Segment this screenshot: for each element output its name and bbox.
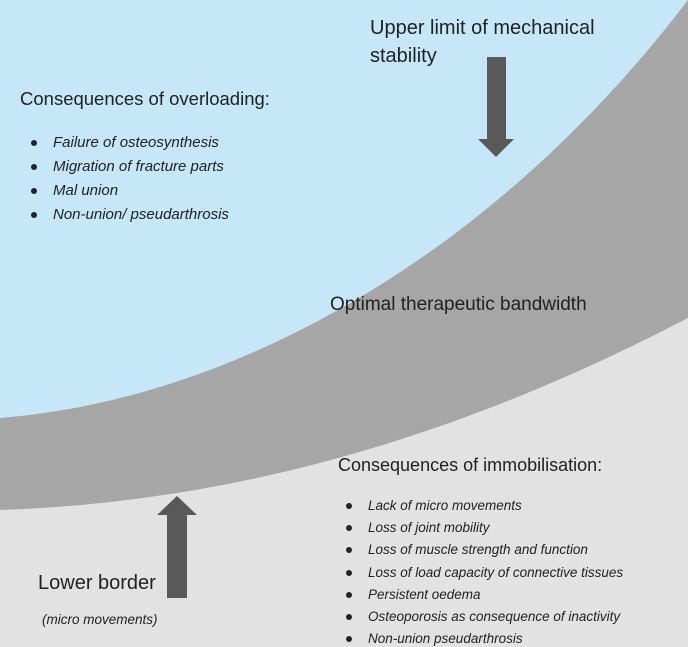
list-item: Non-union/ pseudarthrosis	[25, 203, 229, 227]
list-item: Non-union pseudarthrosis	[340, 628, 623, 647]
overloading-heading: Consequences of overloading:	[20, 88, 270, 109]
lower-border-label: Lower border	[38, 572, 156, 594]
list-item: Failure of osteosynthesis	[25, 131, 229, 155]
band-label: Optimal therapeutic bandwidth	[330, 294, 587, 315]
list-item: Loss of muscle strength and function	[340, 539, 623, 561]
list-item: Persistent oedema	[340, 584, 623, 606]
immobilisation-list: Lack of micro movements Loss of joint mo…	[340, 495, 623, 647]
list-item: Migration of fracture parts	[25, 155, 229, 179]
overloading-region	[0, 0, 688, 418]
upper-limit-arrow	[478, 57, 514, 157]
overloading-list: Failure of osteosynthesis Migration of f…	[25, 131, 229, 227]
lower-border-arrow	[157, 496, 197, 598]
list-item: Loss of load capacity of connective tiss…	[340, 562, 623, 584]
immobilisation-heading: Consequences of immobilisation:	[338, 455, 603, 475]
lower-border-sublabel: (micro movements)	[42, 612, 158, 627]
list-item: Osteoporosis as consequence of inactivit…	[340, 606, 623, 628]
list-item: Mal union	[25, 179, 229, 203]
list-item: Lack of micro movements	[340, 495, 623, 517]
list-item: Loss of joint mobility	[340, 517, 623, 539]
upper-limit-label: Upper limit of mechanical stability	[370, 17, 595, 67]
